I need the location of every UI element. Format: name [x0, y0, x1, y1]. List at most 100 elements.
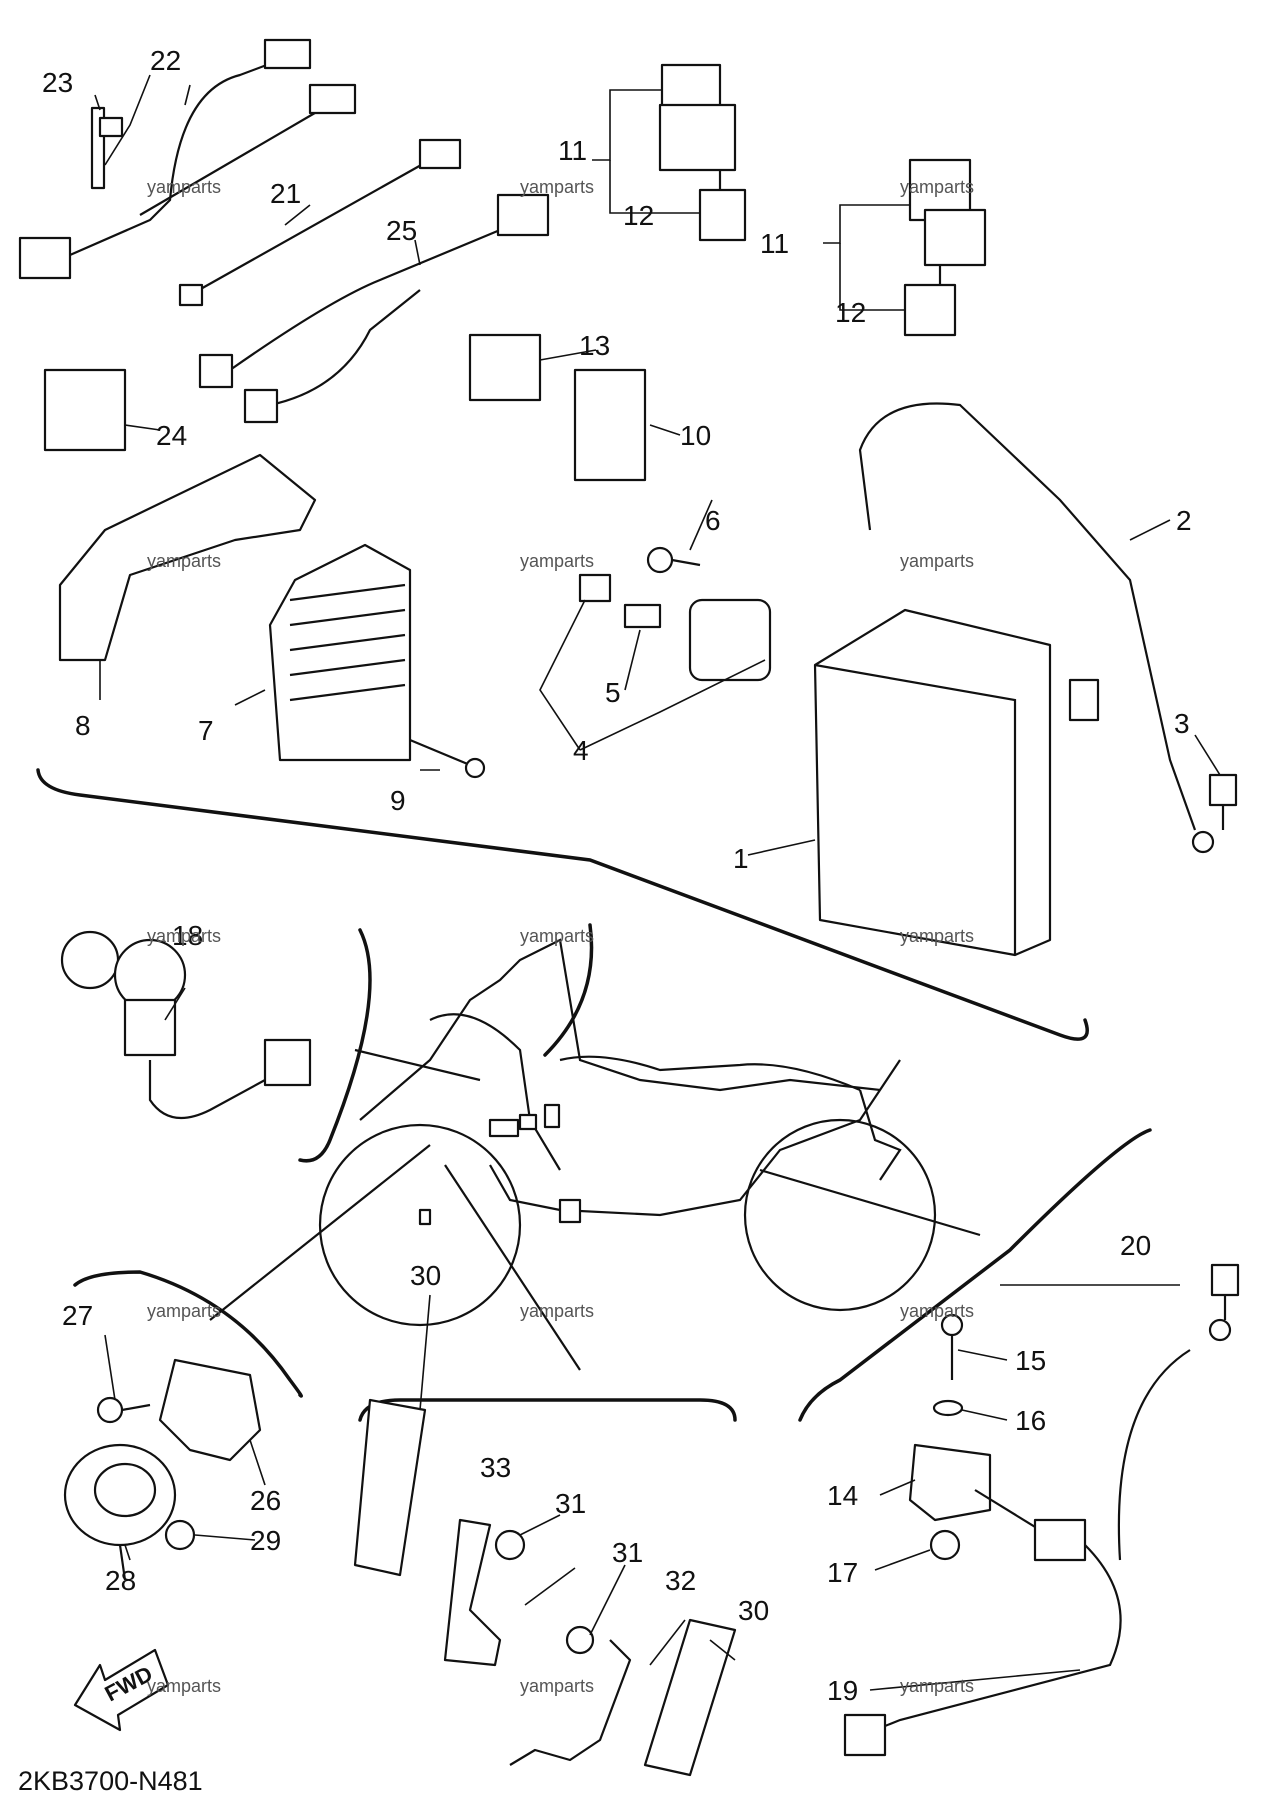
cable-tie-23 — [90, 106, 124, 190]
callout-8: 8 — [75, 710, 91, 741]
callout-25: 25 — [386, 215, 417, 246]
ecu-1 — [813, 608, 1052, 957]
callout-13: 13 — [579, 330, 610, 361]
watermark-10: yamparts — [147, 1301, 221, 1321]
watermark-4: yamparts — [147, 551, 221, 571]
watermark-5: yamparts — [520, 551, 594, 571]
callout-10: 10 — [680, 420, 711, 451]
relay-13 — [468, 333, 542, 402]
pointer-to-light — [444, 1164, 581, 1371]
callout-4: 4 — [573, 735, 589, 766]
bracket-32 — [509, 1639, 632, 1766]
callout-31-lower: 31 — [612, 1537, 643, 1568]
rectifier-regulator-7 — [268, 543, 412, 762]
vehicle-silhouette — [318, 938, 937, 1327]
callout-15: 15 — [1015, 1345, 1046, 1376]
callout-20: 20 — [1120, 1230, 1151, 1261]
bolt-27 — [96, 1396, 151, 1424]
callout-30-left: 30 — [410, 1260, 441, 1291]
bracket-26 — [158, 1358, 262, 1462]
callout-26: 26 — [250, 1485, 281, 1516]
callout-27: 27 — [62, 1300, 93, 1331]
watermark-8: yamparts — [520, 926, 594, 946]
callout-29: 29 — [250, 1525, 281, 1556]
callout-labels: 1 2 3 4 5 6 7 8 9 10 11 11 12 12 13 14 1… — [42, 45, 1192, 1706]
sub-harness-22 — [18, 38, 357, 280]
callout-28: 28 — [105, 1565, 136, 1596]
connector-4a — [578, 573, 612, 603]
callout-11-right: 11 — [760, 228, 789, 259]
callout-14: 14 — [827, 1480, 858, 1511]
diagram-code: 2KB3700-N481 — [18, 1766, 203, 1796]
accessory-socket-18 — [60, 930, 312, 1120]
callout-2: 2 — [1176, 505, 1192, 536]
callout-6: 6 — [705, 505, 721, 536]
callout-24: 24 — [156, 420, 187, 451]
relay-assembly-left — [658, 63, 747, 242]
relay-assembly-right — [903, 158, 987, 337]
pointer-to-socket — [354, 1048, 481, 1082]
lower-center-divider — [358, 1398, 737, 1422]
callout-32: 32 — [665, 1565, 696, 1596]
bolt-3 — [1208, 773, 1238, 830]
callout-9: 9 — [390, 785, 406, 816]
horn-28 — [63, 1443, 177, 1581]
nut-31-upper — [494, 1529, 526, 1561]
watermark-11: yamparts — [520, 1301, 594, 1321]
pointer-to-harness — [759, 1168, 981, 1237]
callout-33: 33 — [480, 1452, 511, 1483]
connector-4b — [688, 598, 772, 682]
center-section-arc — [543, 923, 594, 1057]
left-section-arc — [298, 928, 372, 1163]
cover-8 — [58, 453, 317, 662]
relay-10 — [573, 368, 647, 482]
callout-12-right: 12 — [835, 297, 866, 328]
washer-16 — [932, 1399, 964, 1417]
callout-7: 7 — [198, 715, 214, 746]
screw-15 — [940, 1313, 964, 1380]
bolt-9 — [409, 738, 486, 779]
callout-21: 21 — [270, 178, 301, 209]
wire-harness-19 — [843, 1349, 1191, 1757]
watermark-6: yamparts — [900, 551, 974, 571]
callout-23: 23 — [42, 67, 73, 98]
watermark-2: yamparts — [520, 177, 594, 197]
nut-31-lower — [565, 1625, 595, 1655]
watermark-14: yamparts — [520, 1676, 594, 1696]
upper-section-divider — [36, 768, 1089, 1041]
watermarks: yamparts yamparts yamparts yamparts yamp… — [147, 177, 974, 1696]
sub-harness-21 — [178, 138, 462, 307]
watermark-9: yamparts — [900, 926, 974, 946]
sensor-14 — [908, 1443, 1087, 1562]
callout-5: 5 — [605, 677, 621, 708]
lower-left-divider — [73, 1270, 303, 1398]
callout-17: 17 — [827, 1557, 858, 1588]
lower-right-divider — [798, 1128, 1152, 1422]
reflector-30-left — [353, 1398, 427, 1577]
callout-31-upper: 31 — [555, 1488, 586, 1519]
watermark-15: yamparts — [900, 1676, 974, 1696]
relay-24 — [43, 368, 127, 452]
reflector-30-right — [643, 1618, 737, 1777]
callout-22: 22 — [150, 45, 181, 76]
callout-12-left: 12 — [623, 200, 654, 231]
callout-1: 1 — [733, 843, 749, 874]
callout-30-right: 30 — [738, 1595, 769, 1626]
callout-3: 3 — [1174, 708, 1190, 739]
wire-harness-2 — [858, 402, 1215, 854]
callout-18: 18 — [172, 920, 203, 951]
nut-17 — [929, 1529, 961, 1561]
callout-11-left: 11 — [558, 135, 587, 166]
callout-16: 16 — [1015, 1405, 1046, 1436]
watermark-7: yamparts — [147, 926, 221, 946]
leader-lines — [94, 74, 1221, 1691]
bolt-20 — [1208, 1263, 1240, 1342]
watermark-1: yamparts — [147, 177, 221, 197]
sub-harness-25 — [198, 193, 550, 424]
bracket-33 — [443, 1518, 502, 1667]
watermark-12: yamparts — [900, 1301, 974, 1321]
callout-19: 19 — [827, 1675, 858, 1706]
nut-29 — [164, 1519, 196, 1551]
screw-6 — [646, 546, 701, 574]
